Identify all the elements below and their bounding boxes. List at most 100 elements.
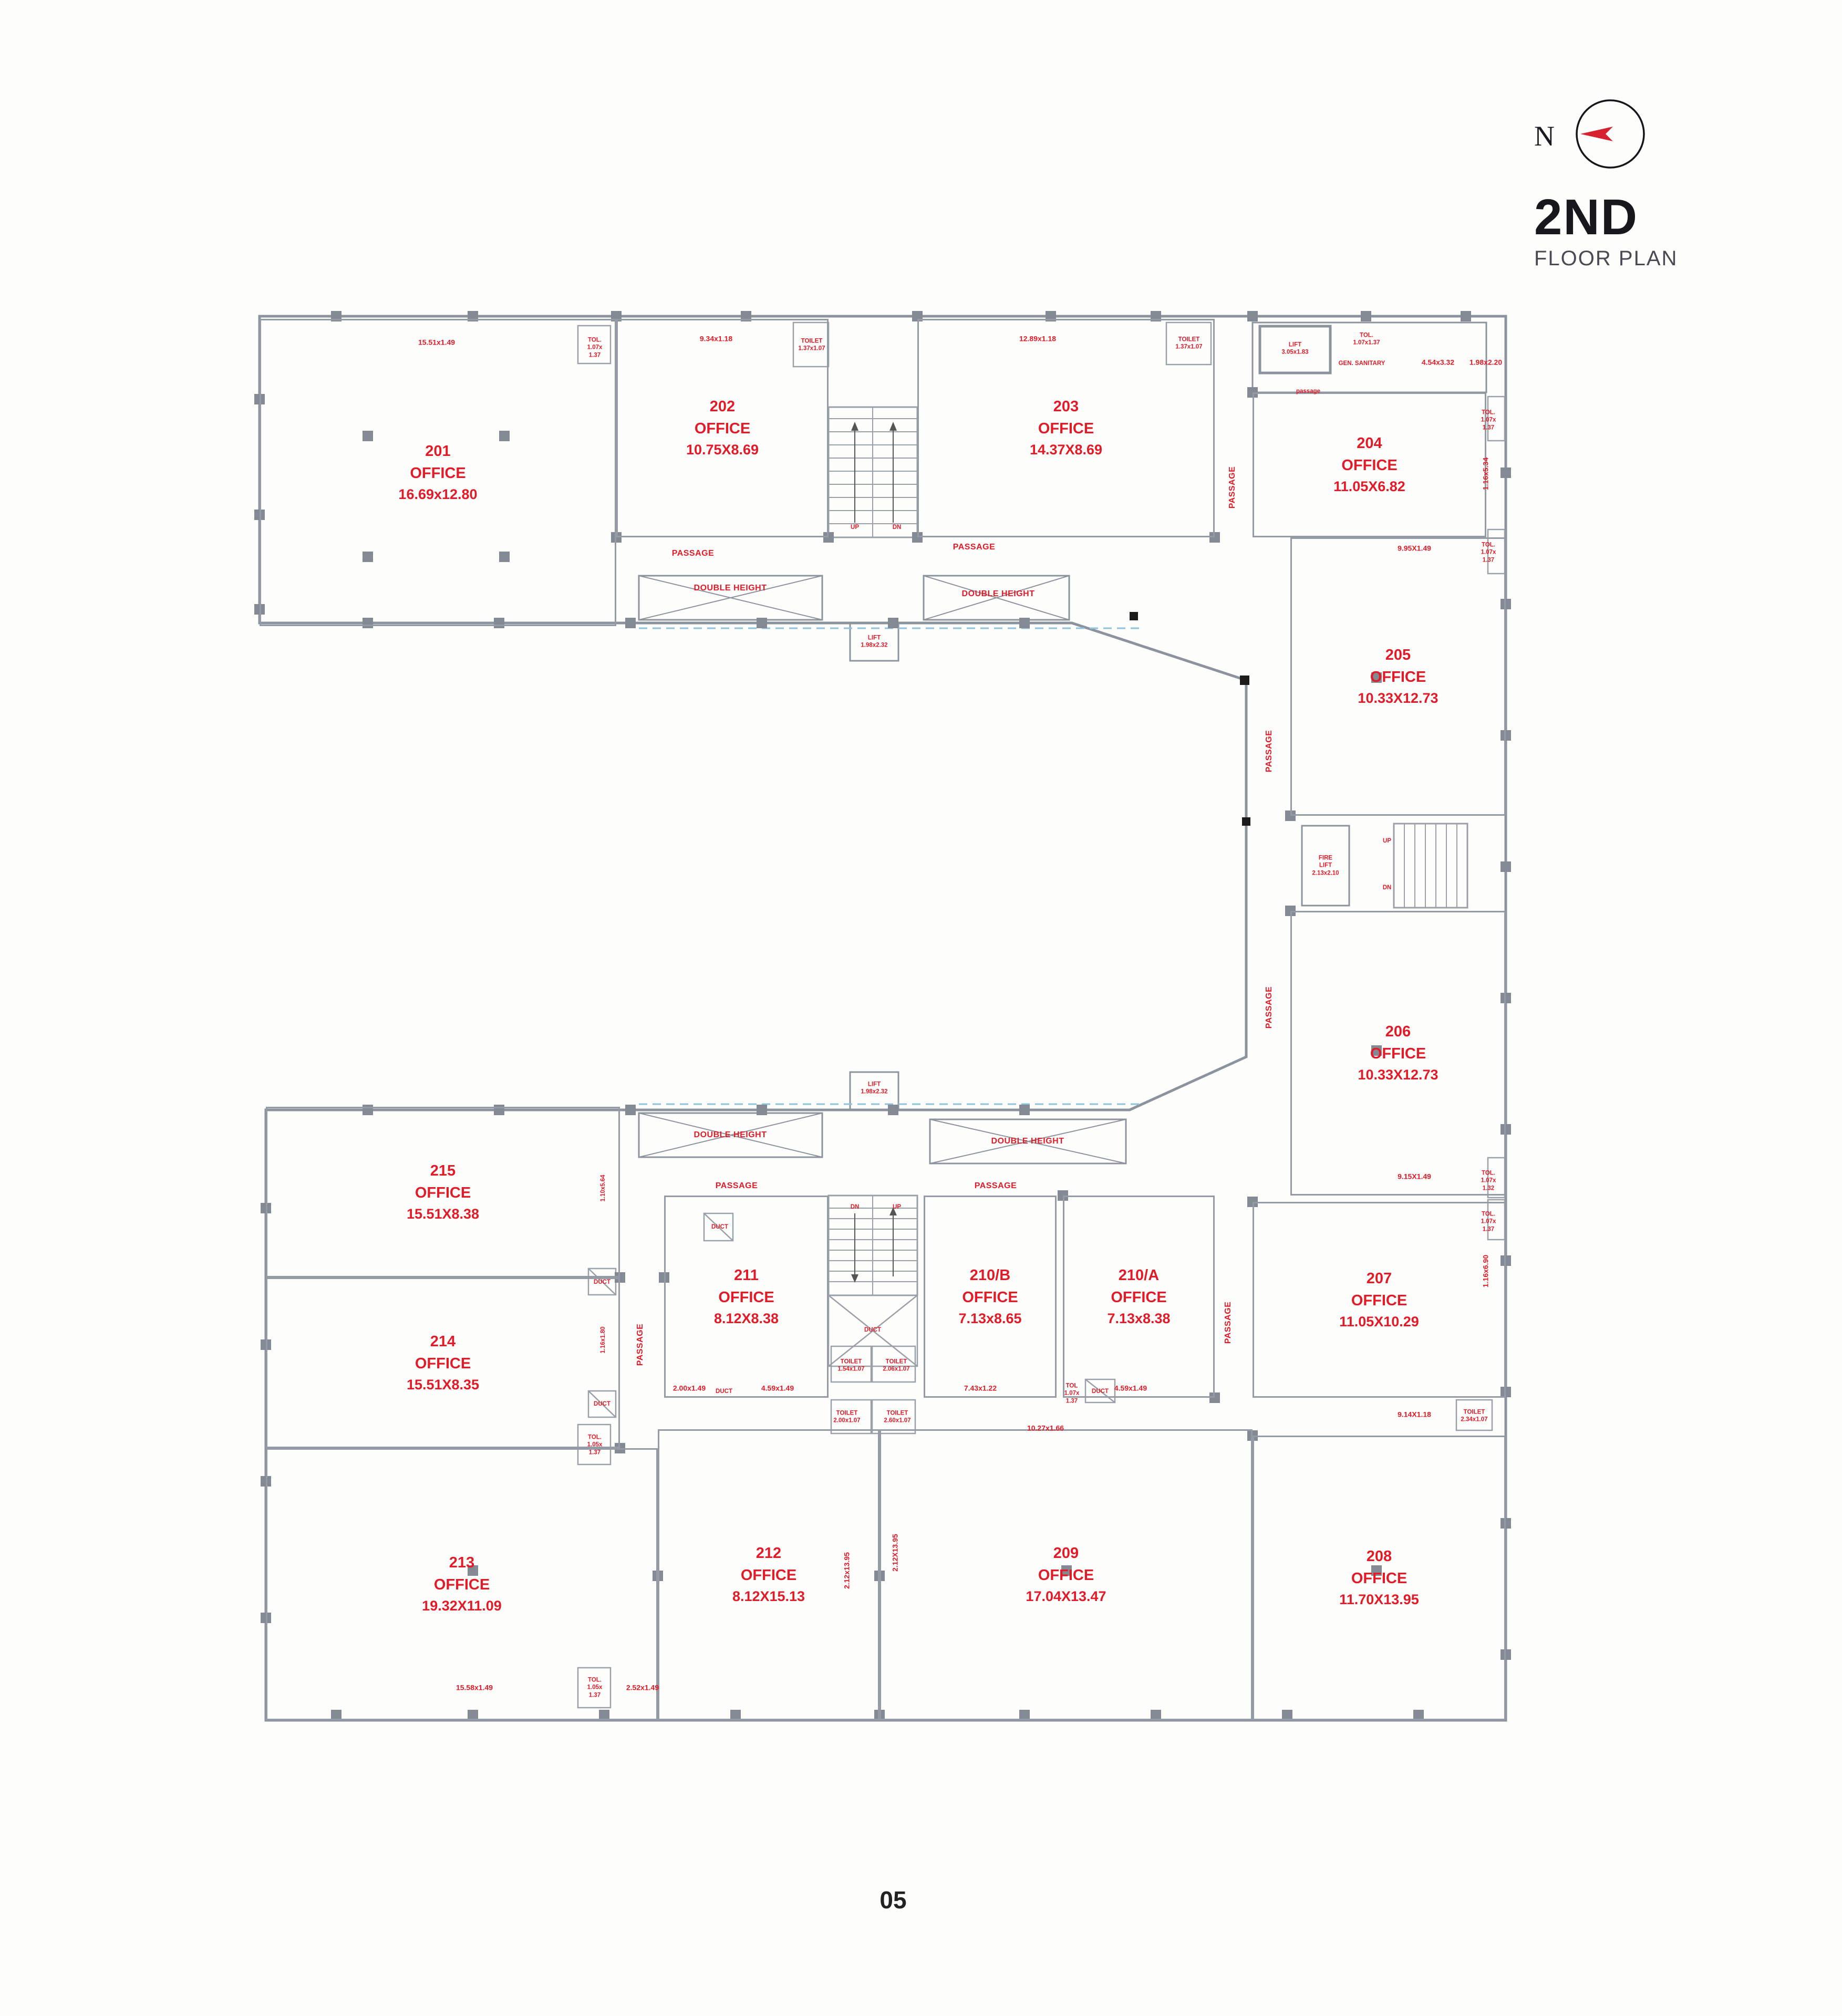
toilet-label: TOL 1.07x 1.37 (1064, 1383, 1080, 1405)
room-212: 212 OFFICE 8.12X15.13 (658, 1429, 879, 1720)
void-edge-dashed-line (639, 627, 1140, 1105)
room-size: 19.32X11.09 (422, 1598, 502, 1614)
toilet-label: TOL. 1.05x 1.37 (587, 1677, 603, 1699)
room-204: 204 OFFICE 11.05X6.82 (1253, 392, 1486, 537)
room-type: OFFICE (1038, 420, 1094, 438)
lift-shaft-bottom-center (849, 1071, 899, 1111)
duct-label: DUCT (594, 1400, 610, 1407)
passage-label: PASSAGE (953, 543, 996, 552)
toilet-label: TOILET 1.37x1.07 (798, 338, 825, 352)
dim-label: 9.95X1.49 (1398, 544, 1431, 553)
room-215: 215 OFFICE 15.51X8.38 (266, 1107, 620, 1277)
toilet-label: TOILET 1.37x1.07 (1175, 336, 1203, 350)
dim-label: 4.59x1.49 (1114, 1384, 1147, 1393)
duct-shaft (827, 1294, 918, 1367)
outer-wall (258, 315, 1507, 1722)
duct-label: DUCT (711, 1223, 728, 1230)
room-size: 8.12X15.13 (732, 1588, 805, 1605)
stairs-bottom (827, 1194, 918, 1296)
room-number: 203 (1053, 398, 1079, 415)
toilet-label: TOILET 2.60x1.07 (884, 1410, 911, 1424)
passage-label: PASSAGE (1265, 986, 1274, 1029)
room-type: OFFICE (433, 1576, 490, 1594)
room-type: OFFICE (1370, 669, 1426, 686)
room-number: 204 (1357, 435, 1382, 452)
stairs-up-label: UP (893, 1203, 901, 1210)
room-type: OFFICE (1351, 1292, 1408, 1309)
room-type: OFFICE (740, 1567, 797, 1584)
room-201: 201 OFFICE 16.69x12.80 (260, 319, 616, 626)
double-height-voids (638, 575, 1127, 1165)
stairs-up-label: UP (1383, 837, 1391, 844)
lift-label: LIFT 3.05x1.83 (1281, 341, 1309, 356)
fire-lift-shaft (1301, 825, 1350, 907)
dim-label: 4.54x3.32 (1421, 358, 1455, 367)
room-208: 208 OFFICE 11.70X13.95 (1253, 1436, 1506, 1720)
floor-subtitle: FLOOR PLAN (1534, 247, 1678, 270)
passage-label: PASSAGE (715, 1181, 758, 1190)
compass-circle (1576, 99, 1645, 169)
passage-label: PASSAGE (1228, 466, 1237, 509)
room-number: 210/B (969, 1266, 1011, 1284)
dim-label: 2.12X13.95 (891, 1534, 899, 1572)
north-compass-icon: N (1534, 95, 1807, 179)
passage-label: PASSAGE (1265, 730, 1274, 773)
passage-label: PASSAGE (1224, 1301, 1233, 1344)
title-block: N 2ND FLOOR PLAN (1534, 95, 1807, 271)
room-number: 206 (1385, 1023, 1411, 1041)
room-size: 10.75X8.69 (686, 442, 759, 458)
room-size: 10.33X12.73 (1358, 1067, 1439, 1083)
room-type: OFFICE (1351, 1570, 1408, 1587)
toilet-label: TOL. 1.07x 1.32 (1481, 1170, 1496, 1192)
room-type: OFFICE (718, 1288, 774, 1306)
dim-label: 9.15X1.49 (1398, 1172, 1431, 1181)
room-number: 209 (1053, 1545, 1079, 1562)
dim-label: 9.34x1.18 (699, 334, 733, 343)
passage-label: passage (1296, 388, 1321, 394)
dim-label: 9.14X1.18 (1398, 1410, 1431, 1419)
dim-label: 1.98x2.20 (1469, 358, 1503, 367)
duct-label: DUCT (716, 1388, 732, 1395)
gen-sanitary-label: GEN. SANITARY (1338, 360, 1385, 367)
dim-label: 1.16x1.80 (599, 1326, 606, 1354)
floor-title: 2ND (1534, 189, 1639, 245)
toilet-duct-boxes (577, 321, 1506, 1709)
room-type: OFFICE (1370, 1045, 1426, 1063)
room-size: 11.05X10.29 (1339, 1313, 1419, 1329)
room-206: 206 OFFICE 10.33X12.73 (1290, 911, 1506, 1196)
room-number: 214 (430, 1333, 456, 1350)
room-210a: 210/A OFFICE 7.13x8.38 (1063, 1196, 1215, 1398)
stairs-up-label: UP (851, 524, 859, 531)
room-size: 7.13x8.65 (958, 1310, 1022, 1326)
room-size: 11.70X13.95 (1339, 1592, 1419, 1608)
stairs-right (1393, 823, 1468, 909)
toilet-label: TOL. 1.07x 1.37 (1481, 542, 1496, 564)
room-number: 208 (1366, 1548, 1392, 1565)
compass-north-letter: N (1534, 120, 1555, 152)
lift-shaft-top-center (849, 622, 899, 662)
room-210b: 210/B OFFICE 7.13x8.65 (924, 1196, 1057, 1398)
room-size: 7.13x8.38 (1107, 1310, 1171, 1326)
room-number: 201 (425, 442, 451, 460)
room-number: 210/A (1118, 1266, 1160, 1284)
toilet-label: TOL. 1.07x 1.37 (587, 337, 603, 359)
room-type: OFFICE (410, 464, 466, 482)
toilet-label: TOILET 2.00x1.07 (833, 1410, 861, 1424)
dim-label: 10.27x1.66 (1027, 1423, 1064, 1432)
room-number: 212 (756, 1545, 782, 1562)
room-type: OFFICE (1341, 457, 1398, 474)
page-number: 05 (879, 1886, 907, 1914)
double-height-label: DOUBLE HEIGHT (694, 584, 767, 593)
room-214: 214 OFFICE 15.51X8.35 (266, 1277, 620, 1448)
room-202: 202 OFFICE 10.75X8.69 (616, 319, 829, 537)
lift-label: LIFT 1.98x2.32 (861, 1081, 888, 1095)
toilet-label: TOILET 2.34x1.07 (1461, 1409, 1488, 1423)
wall-node (1130, 612, 1250, 826)
room-number: 205 (1385, 647, 1411, 664)
room-number: 213 (449, 1554, 475, 1572)
dim-label: 1.10x5.64 (599, 1175, 606, 1202)
toilet-label: TOL. 1.07x1.37 (1353, 332, 1380, 346)
room-205: 205 OFFICE 10.33X12.73 (1290, 537, 1506, 816)
